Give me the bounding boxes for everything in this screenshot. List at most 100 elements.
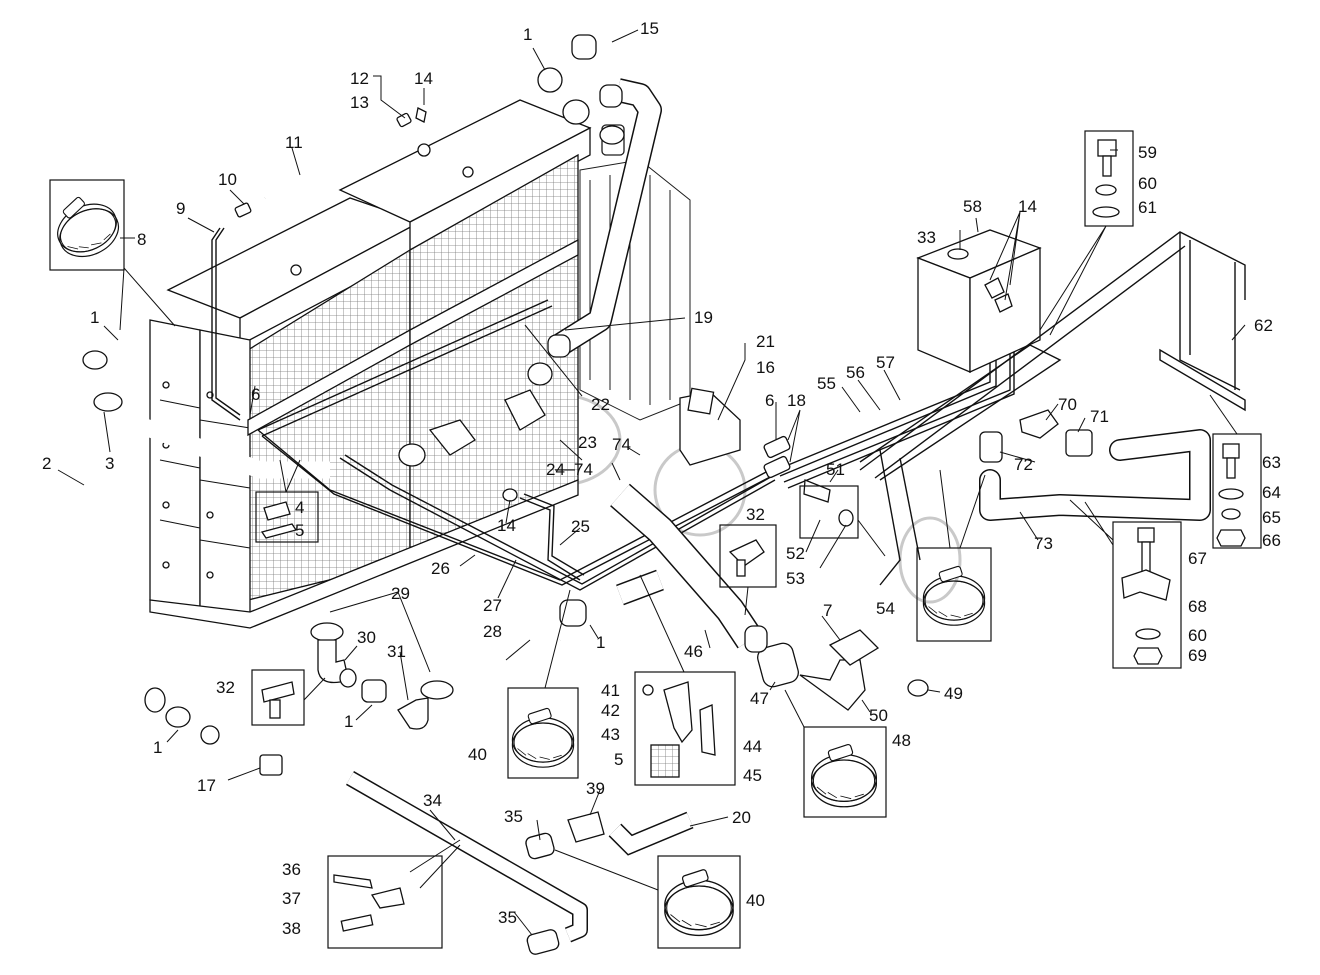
callout-53: 53: [786, 569, 805, 588]
callout-32: 32: [746, 505, 765, 524]
callout-6: 6: [765, 391, 774, 410]
callout-17: 17: [197, 776, 216, 795]
callout-14: 14: [414, 69, 433, 88]
callout-16: 16: [756, 358, 775, 377]
callout-8: 8: [137, 230, 146, 249]
callout-50: 50: [869, 706, 888, 725]
callout-68: 68: [1188, 597, 1207, 616]
callout-74: 74: [574, 460, 593, 479]
callout-5: 5: [295, 521, 304, 540]
callout-33: 33: [917, 228, 936, 247]
callout-38: 38: [282, 919, 301, 938]
callout-12: 12: [350, 69, 369, 88]
callout-69: 69: [1188, 646, 1207, 665]
callout-34: 34: [423, 791, 442, 810]
callout-11: 11: [285, 133, 303, 152]
callout-18: 18: [787, 391, 806, 410]
callout-6: 6: [251, 385, 260, 404]
callout-14: 14: [1018, 197, 1037, 216]
callout-14: 14: [497, 516, 516, 535]
callout-5: 5: [614, 750, 623, 769]
callout-59: 59: [1138, 143, 1157, 162]
callout-72: 72: [1014, 455, 1033, 474]
support-frame: [859, 231, 1246, 586]
callout-4: 4: [295, 498, 304, 517]
callout-35: 35: [504, 807, 523, 826]
callout-36: 36: [282, 860, 301, 879]
callout-71: 71: [1090, 407, 1109, 426]
callout-7: 7: [823, 601, 832, 620]
lower-pipe-46: [610, 483, 929, 711]
flanged-elbows: [310, 622, 454, 730]
hose-coupling-1d: [559, 599, 587, 627]
detail-boxes: [45, 130, 1262, 949]
callout-9: 9: [176, 199, 185, 218]
hose-coupling-1c: [537, 67, 563, 93]
callout-1: 1: [596, 633, 605, 652]
callout-15: 15: [640, 19, 659, 38]
callout-40: 40: [746, 891, 765, 910]
callout-1: 1: [153, 738, 162, 757]
callout-44: 44: [743, 737, 762, 756]
callout-65: 65: [1262, 508, 1281, 527]
callout-58: 58: [963, 197, 982, 216]
small-fittings: [428, 387, 854, 653]
callout-30: 30: [357, 628, 376, 647]
callout-49: 49: [944, 684, 963, 703]
callout-31: 31: [387, 642, 406, 661]
callout-57: 57: [876, 353, 895, 372]
callout-2: 2: [42, 454, 51, 473]
hose-coupling-1b: [361, 679, 387, 703]
return-pipe-73: [979, 409, 1211, 521]
callout-64: 64: [1262, 483, 1281, 502]
callout-55: 55: [817, 374, 836, 393]
hose-coupling-1: [165, 706, 191, 728]
callout-23: 23: [578, 433, 597, 452]
callout-35: 35: [498, 908, 517, 927]
callout-32: 32: [216, 678, 235, 697]
drain-pipe-34: [346, 771, 694, 955]
callout-51: 51: [826, 460, 845, 479]
callout-61: 61: [1138, 198, 1157, 217]
callout-labels: 1 1 1 1 1 2 3 4 5 5 6 6 7 8 9 10 11 12 1…: [42, 19, 1281, 938]
callout-26: 26: [431, 559, 450, 578]
callout-42: 42: [601, 701, 620, 720]
callout-13: 13: [350, 93, 369, 112]
callout-1: 1: [90, 308, 99, 327]
callout-47: 47: [750, 689, 769, 708]
callout-24: 24: [546, 460, 565, 479]
expansion-tank: [916, 229, 1042, 374]
callout-10: 10: [218, 170, 237, 189]
callout-40: 40: [468, 745, 487, 764]
callout-60: 60: [1188, 626, 1207, 645]
callout-46: 46: [684, 642, 703, 661]
callout-48: 48: [892, 731, 911, 750]
callout-19: 19: [694, 308, 713, 327]
callout-39: 39: [586, 779, 605, 798]
callout-67: 67: [1188, 549, 1207, 568]
callout-66: 66: [1262, 531, 1281, 550]
callout-60: 60: [1138, 174, 1157, 193]
callout-70: 70: [1058, 395, 1077, 414]
callout-54: 54: [876, 599, 895, 618]
callout-62: 62: [1254, 316, 1273, 335]
leader-lines: [57, 29, 1246, 936]
callout-21: 21: [756, 332, 775, 351]
callout-74: 74: [612, 435, 631, 454]
callout-1: 1: [344, 712, 353, 731]
callout-73: 73: [1034, 534, 1053, 553]
callout-1: 1: [523, 25, 532, 44]
callout-28: 28: [483, 622, 502, 641]
callout-52: 52: [786, 544, 805, 563]
callout-37: 37: [282, 889, 301, 908]
callout-43: 43: [601, 725, 620, 744]
callout-27: 27: [483, 596, 502, 615]
callout-41: 41: [601, 681, 620, 700]
callout-25: 25: [571, 517, 590, 536]
callout-56: 56: [846, 363, 865, 382]
callout-3: 3: [105, 454, 114, 473]
callout-29: 29: [391, 584, 410, 603]
callout-20: 20: [732, 808, 751, 827]
